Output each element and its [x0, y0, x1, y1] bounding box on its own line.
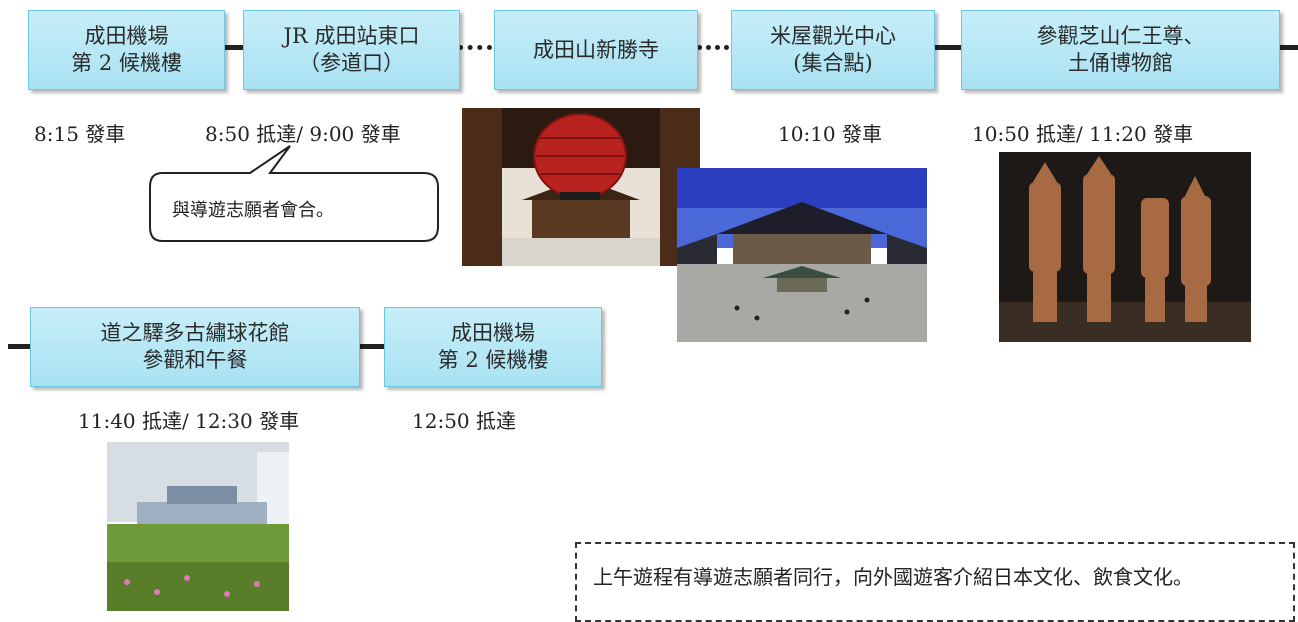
callout-text: 與導遊志願者會合。: [172, 200, 334, 221]
stop-narita-t2-return: 成田機場 第 2 候機樓: [384, 307, 602, 387]
connector-line: [358, 344, 384, 349]
tour-note: 上午遊程有導遊志願者同行，向外國遊客介紹日本文化、飲食文化。: [575, 542, 1295, 622]
stop-name: 成田山新勝寺: [533, 37, 659, 62]
stop-yoneya: 米屋觀光中心 (集合點): [731, 10, 935, 90]
stop-shinshoji: 成田山新勝寺: [494, 10, 698, 90]
time-label: 8:15 發車: [34, 122, 126, 146]
stop-subname: 第 2 候機樓: [71, 51, 182, 75]
connector-dotted: [697, 45, 729, 50]
time-label: 10:10 發車: [778, 122, 882, 146]
stop-name: 成田機場: [451, 321, 535, 345]
stop-shibayama: 參觀芝山仁王尊、 土俑博物館: [961, 10, 1280, 90]
connector-line: [222, 45, 244, 50]
connector-line: [8, 344, 30, 349]
connector-dotted: [458, 45, 492, 50]
stop-name: 參觀芝山仁王尊、: [1036, 24, 1205, 48]
stop-subname: 參觀和午餐: [142, 348, 248, 372]
stop-subname: (集合點): [793, 51, 873, 75]
stop-name: 道之驛多古繡球花館: [100, 321, 290, 345]
stop-subname: 第 2 候機樓: [437, 348, 549, 372]
stop-subname: （参道口）: [299, 51, 404, 75]
time-label: 10:50 抵達/ 11:20 發車: [972, 122, 1194, 146]
shinshoji-hall-photo: [677, 168, 927, 342]
stop-michi-no-eki-tako: 道之驛多古繡球花館 參觀和午餐: [30, 307, 360, 387]
stop-jr-narita-east: JR 成田站東口 （参道口）: [243, 10, 460, 90]
time-label: 8:50 抵達/ 9:00 發車: [205, 122, 401, 146]
michi-no-eki-photo: [107, 442, 289, 611]
connector-line: [933, 45, 961, 50]
stop-name: JR 成田站東口: [283, 24, 420, 48]
stop-name: 米屋觀光中心: [770, 24, 896, 48]
stop-name: 成田機場: [84, 24, 169, 48]
stop-narita-t2: 成田機場 第 2 候機樓: [28, 10, 225, 90]
time-label: 11:40 抵達/ 12:30 發車: [78, 409, 300, 433]
time-label: 12:50 抵達: [412, 409, 516, 433]
connector-line: [1278, 45, 1298, 50]
callout-bubble: [149, 145, 439, 242]
stop-subname: 土俑博物館: [1068, 51, 1173, 75]
haniwa-museum-photo: [999, 152, 1251, 342]
shinshoji-gate-photo: [462, 108, 700, 266]
